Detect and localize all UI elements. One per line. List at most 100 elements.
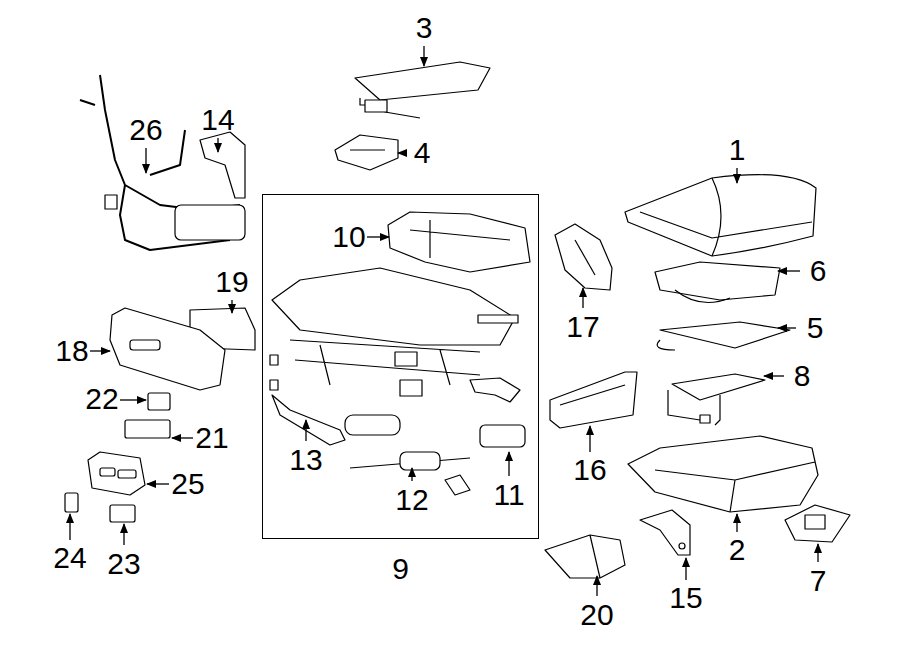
part-outline (736, 514, 737, 532)
part-outline (672, 374, 765, 400)
part-outline (88, 452, 145, 495)
callout-number: 11 (493, 480, 524, 510)
part-outline (582, 288, 583, 308)
part-outline (625, 175, 816, 256)
part-outline (90, 350, 110, 351)
part-outline (736, 168, 737, 183)
parts (65, 62, 850, 578)
part-outline (175, 205, 245, 240)
part-outline (272, 268, 515, 345)
callout-number: 1 (729, 135, 746, 165)
part-outline (123, 524, 124, 545)
callout-number: 3 (416, 13, 433, 43)
callout-number: 15 (669, 583, 702, 613)
part-outline (217, 138, 218, 152)
part-outline (145, 148, 146, 173)
callout-number: 18 (55, 336, 88, 366)
callout-number: 19 (215, 267, 248, 297)
part-outline (805, 515, 825, 529)
callout-number: 13 (289, 445, 322, 475)
part-outline (350, 149, 385, 150)
part-outline (655, 262, 780, 300)
part-outline (411, 468, 412, 481)
callout-number: 7 (810, 566, 827, 596)
part-outline (345, 415, 400, 435)
callout-number: 20 (580, 600, 613, 630)
part-outline (423, 46, 424, 66)
callout-number: 2 (729, 535, 746, 565)
part-outline (147, 483, 169, 484)
part-outline (685, 558, 686, 580)
callout-number: 24 (53, 543, 86, 573)
part-outline (657, 340, 675, 350)
part-outline (480, 425, 525, 447)
part-outline (65, 493, 78, 512)
callout-number: 25 (171, 469, 204, 499)
part-outline (125, 420, 170, 438)
part-outline (785, 505, 850, 542)
part-outline (270, 355, 278, 365)
callout-number: 23 (107, 549, 140, 579)
callout-number: 8 (794, 361, 811, 391)
part-outline (105, 195, 117, 209)
callout-number: 17 (566, 312, 599, 342)
part-outline (120, 399, 146, 400)
part-outline (335, 135, 398, 170)
part-outline (575, 240, 595, 275)
callout-number: 6 (810, 256, 827, 286)
part-outline (148, 393, 170, 410)
leader-arrows (70, 46, 818, 596)
part-outline (100, 468, 115, 476)
part-outline (360, 98, 420, 118)
part-outline (445, 475, 470, 495)
part-outline (478, 315, 518, 323)
part-outline (365, 100, 387, 112)
callout-number: 14 (201, 105, 234, 135)
part-outline (640, 510, 690, 555)
part-outline (470, 378, 520, 402)
callout-number: 5 (807, 313, 824, 343)
part-outline (508, 452, 509, 476)
callout-number: 21 (195, 423, 228, 453)
part-outline (764, 375, 784, 376)
part-outline (400, 452, 440, 470)
part-outline (655, 462, 815, 512)
part-outline (110, 308, 225, 390)
part-outline (395, 352, 417, 366)
callout-number: 4 (414, 138, 431, 168)
callout-number: 26 (129, 115, 162, 145)
part-outline (590, 535, 600, 578)
part-outline (388, 212, 530, 272)
part-outline (231, 300, 232, 313)
part-outline (200, 132, 245, 198)
callout-number: 12 (395, 485, 428, 515)
part-outline (660, 322, 790, 348)
part-outline (596, 576, 597, 596)
part-outline (290, 340, 480, 385)
callout-number: 9 (392, 554, 409, 584)
part-outline (778, 327, 796, 328)
part-outline (550, 372, 637, 428)
part-outline (398, 152, 406, 153)
part-outline (272, 395, 345, 445)
part-outline (118, 470, 136, 478)
part-outline (69, 514, 70, 540)
part-outline (560, 385, 625, 405)
part-outline (589, 426, 590, 452)
part-outline (679, 543, 685, 549)
part-outline (668, 390, 720, 425)
part-outline (640, 178, 812, 256)
part-outline (555, 224, 612, 290)
part-outline (675, 290, 730, 303)
callout-number: 16 (573, 455, 606, 485)
part-outline (355, 62, 490, 100)
part-outline (628, 436, 818, 512)
part-outline (410, 220, 510, 258)
part-outline (270, 380, 278, 390)
part-outline (130, 340, 160, 350)
part-outline (110, 505, 135, 522)
part-outline (172, 437, 193, 438)
part-outline (700, 415, 710, 423)
callout-number: 10 (332, 222, 365, 252)
